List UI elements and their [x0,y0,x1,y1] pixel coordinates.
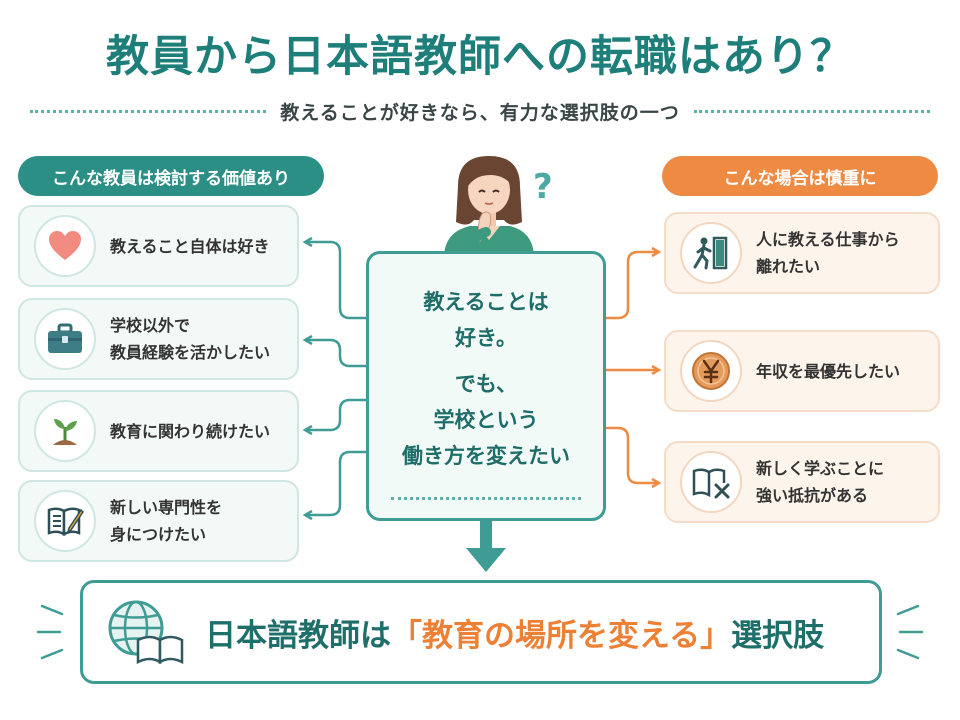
question-mark-icon: ? [533,167,553,207]
right-card-3: 新しく学ぶことに 強い抵抗がある [664,441,940,523]
globe-book-icon [108,600,184,665]
right-card-1: 人に教える仕事から 離れたい [664,212,940,294]
book-x-icon [680,451,742,513]
thinking-person-illustration: ? [444,156,553,258]
exit-door-icon [680,222,742,284]
right-card-1-line-1: 人に教える仕事から [756,230,900,249]
right-column-header: こんな場合は慎重に [662,156,938,196]
arrow-right-3 [606,426,658,483]
right-card-3-line-1: 新しく学ぶことに [756,459,885,478]
left-card-3: 教育に関わり続けたい [18,390,299,472]
conclusion-before: 日本語教師は [205,617,391,654]
right-card-3-line-2: 強い抵抗がある [756,486,869,505]
center-dotted-divider [391,497,581,500]
arrow-right-1 [606,252,658,320]
conclusion-highlight: 「教育の場所を変える」 [391,617,732,654]
right-card-2: 年収を最優先したい [664,330,940,412]
center-line-2: 好き。 [455,326,517,350]
conclusion-box [80,580,882,684]
arrow-left-3 [306,398,366,430]
arrow-left-2 [306,340,366,368]
left-card-1: 教えること自体は好き [18,205,299,287]
yen-coin-icon [680,340,742,402]
center-line-5: 働き方を変えたい [402,444,570,468]
left-card-4-line-1: 新しい専門性を [110,498,223,517]
conclusion-text: 日本語教師は 「教育の場所を変える」 選択肢 [205,607,824,657]
right-card-1-line-2: 離れたい [756,257,821,276]
sparkle-left-icon [36,604,64,660]
dotted-divider-right [693,109,930,113]
page-title: 教員から日本語教師への転職はあり？ [106,32,854,82]
sprout-icon [34,400,96,462]
notebook-pen-icon [34,490,96,552]
arrow-left-1 [306,242,366,320]
briefcase-icon [34,308,96,370]
right-card-2-line-1: 年収を最優先したい [756,361,901,381]
down-arrow-shaft [480,521,492,548]
left-card-2-line-2: 教員経験を活かしたい [110,343,271,362]
left-card-4-line-2: 身につけたい [110,525,207,544]
left-card-3-line-1: 教育に関わり続けたい [110,421,271,441]
center-line-4: 学校という [433,408,539,432]
sparkle-right-icon [896,604,924,660]
center-line-1: 教えることは [423,290,549,314]
down-arrow-head [466,548,506,572]
left-column-header: こんな教員は検討する価値あり [18,156,324,196]
arrow-left-4 [306,450,366,515]
center-line-3: でも、 [454,372,518,396]
left-card-2-line-1: 学校以外で [110,316,191,335]
left-card-1-line-1: 教えること自体は好き [110,236,270,256]
page-subtitle: 教えることが好きなら、有力な選択肢の一つ [280,101,680,124]
center-message-box: 教えることは 好き。 でも、 学校という 働き方を変えたい [366,251,606,521]
conclusion-after: 選択肢 [731,617,825,654]
left-card-4: 新しい専門性を 身につけたい [18,480,299,562]
dotted-divider-left [30,109,267,113]
subtitle-row: 教えることが好きなら、有力な選択肢の一つ [30,96,930,126]
heart-icon [34,215,96,277]
left-card-2: 学校以外で 教員経験を活かしたい [18,298,299,380]
